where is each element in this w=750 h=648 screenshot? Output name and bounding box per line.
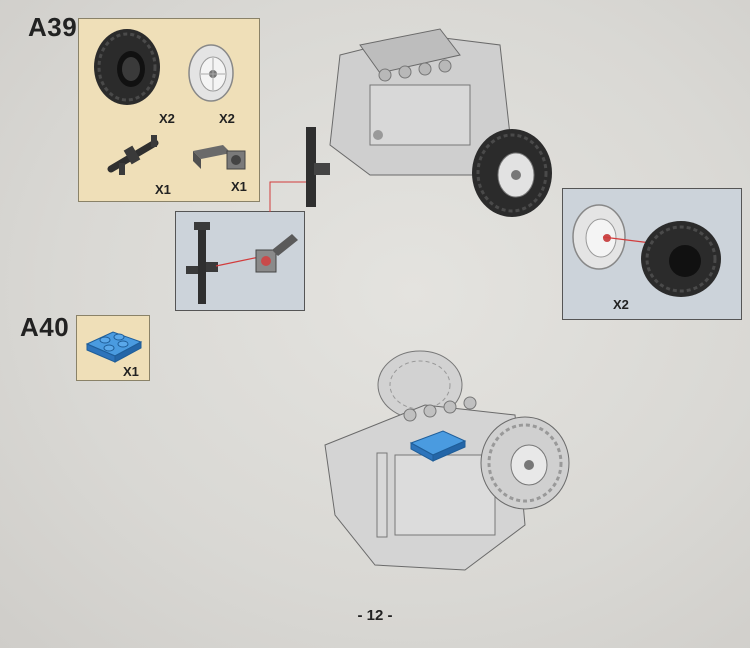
model-assembly-a39 bbox=[306, 28, 552, 217]
callout-pointer-line bbox=[269, 181, 315, 212]
wheel-rim-icon bbox=[188, 44, 234, 102]
bar-with-clips-icon bbox=[107, 135, 159, 175]
blue-plate-placed bbox=[409, 430, 467, 462]
model-assembly-a40 bbox=[324, 350, 570, 571]
assembly-guide-line bbox=[602, 236, 652, 244]
tire-qty: X2 bbox=[159, 111, 175, 126]
callout-bar-bracket bbox=[175, 211, 305, 311]
wheel-assembly-qty: X2 bbox=[613, 297, 629, 312]
clip-bracket-icon bbox=[255, 234, 298, 273]
callout-wheel-assembly: X2 bbox=[562, 188, 742, 320]
parts-box-a39: X2 X2 X1 X1 bbox=[78, 18, 260, 202]
wheel-rim-icon bbox=[572, 204, 626, 270]
blue-plate-icon bbox=[85, 331, 143, 363]
clip-bracket-icon bbox=[193, 145, 246, 170]
step-label-a39: A39 bbox=[28, 12, 78, 42]
clip-bracket-qty: X1 bbox=[231, 179, 247, 194]
bar-with-clips-icon bbox=[186, 222, 218, 304]
page-number: - 12 - bbox=[357, 607, 393, 624]
tire-icon bbox=[641, 221, 721, 297]
blue-plate-qty: X1 bbox=[123, 364, 139, 379]
tire-icon bbox=[94, 29, 160, 105]
parts-box-a40: X1 bbox=[76, 315, 150, 381]
step-label-a40: A40 bbox=[20, 312, 70, 342]
wheel-rim-qty: X2 bbox=[219, 111, 235, 126]
bar-with-clips-qty: X1 bbox=[155, 182, 171, 197]
